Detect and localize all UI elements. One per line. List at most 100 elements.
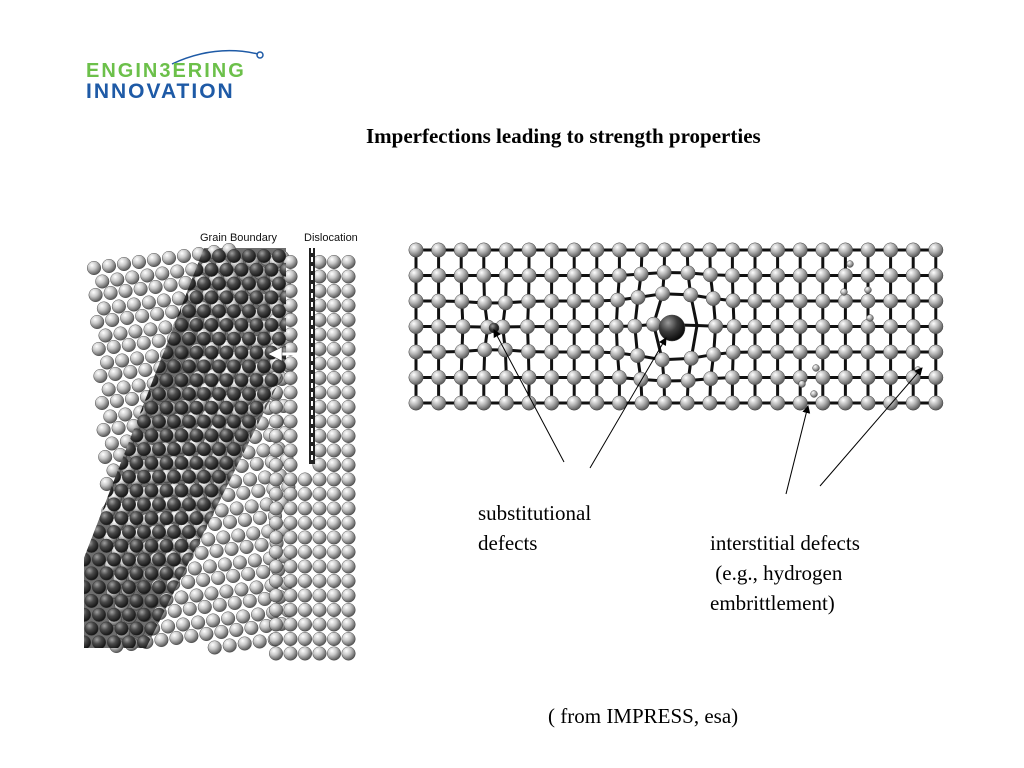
lattice-atom [589,293,605,309]
lattice-atom [497,342,513,358]
atom [228,474,243,489]
atom [226,569,241,584]
atom [163,278,178,293]
atom [100,355,115,370]
lattice-atom [860,370,876,385]
atom [207,640,222,655]
atom [251,484,266,499]
lattice-atom [520,319,535,335]
atom [312,574,327,589]
atom [166,414,181,429]
atom [222,638,237,653]
lattice-atom [702,395,718,411]
interstitial-defects-label: interstitial defects (e.g., hydrogen emb… [710,528,860,618]
lattice-atom [770,344,786,360]
atom [196,573,211,588]
atom [234,428,249,443]
atom [326,312,341,327]
atom [189,588,204,603]
atom [312,487,327,502]
atom [283,487,298,502]
atom [234,373,249,388]
lattice-atom [860,344,876,360]
atom [176,617,191,632]
atom [123,364,138,379]
atom [144,483,159,498]
atom [159,511,174,526]
lattice-atom [928,242,944,258]
lattice-atom [521,242,537,258]
atom [341,385,356,400]
atom [224,542,239,557]
atom [341,356,356,371]
atom [159,428,174,443]
atom [341,472,356,487]
atom [212,598,227,613]
atom [129,483,144,498]
atom [341,443,356,458]
atom [249,456,264,471]
atom [122,525,137,540]
atom [181,304,196,319]
atom [91,249,107,264]
atom [144,511,159,526]
atom [84,594,99,609]
atom [107,552,122,567]
atom [226,249,241,264]
atom [107,635,122,648]
lattice-atom [477,295,492,311]
boundary-arrow-icon [267,346,283,362]
atom [312,472,327,487]
atom [130,351,145,366]
lattice-atom [477,342,493,358]
interstitial-atom [864,286,872,294]
atom [110,272,125,287]
atom [98,328,113,343]
atom [312,617,327,632]
atom [148,280,163,295]
lattice-atom [566,344,582,360]
atom [297,530,312,545]
interstitial-atom [914,366,922,374]
lattice-atom [792,268,808,283]
atom [234,400,249,415]
lattice-atom [634,242,650,258]
lattice-atom [860,319,876,334]
atom [229,501,244,516]
atom [131,378,146,393]
atom [154,633,169,648]
lattice-atom [708,318,724,334]
atom [104,436,119,451]
atom [312,530,327,545]
lattice-atom [566,242,582,258]
lattice-atom [815,293,831,309]
lattice-atom [431,242,447,258]
atom [181,442,196,457]
atom [84,635,92,648]
crystal-lattice-illustration [408,242,944,411]
atom [150,306,165,321]
atom [211,414,226,429]
atom [241,331,256,346]
atom [244,499,259,514]
interstitial-atom [866,314,874,322]
atom [99,566,114,581]
lattice-atom [566,293,582,309]
interstitial-atom [810,390,818,398]
atom [135,308,150,323]
lattice-atom [633,371,649,387]
atom [236,609,251,624]
lattice-atom [476,242,492,258]
atom [283,516,298,531]
atom [118,407,133,422]
logo-text-engineering: ENGIN3ERING [86,60,246,82]
atom [268,399,283,414]
lattice-atom [883,370,899,385]
atom [189,455,204,470]
atom [174,345,189,360]
atom [312,457,327,472]
atom [174,483,189,498]
lattice-atom [747,242,763,258]
lattice-atom [589,242,605,258]
